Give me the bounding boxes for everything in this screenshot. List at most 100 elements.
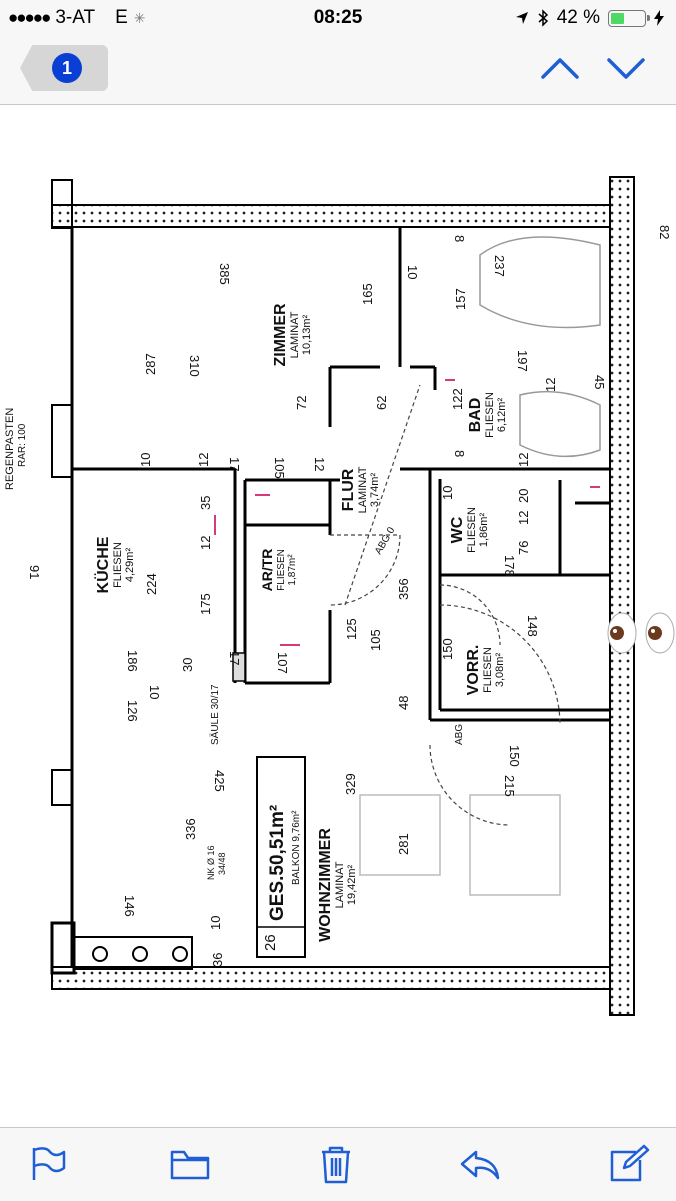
dim-45: 45 — [592, 375, 607, 389]
delete-button[interactable] — [314, 1144, 358, 1184]
charging-bolt-icon — [654, 10, 664, 26]
room-bad-name: BAD — [467, 398, 484, 433]
dim-281: 281 — [396, 833, 411, 855]
dim-17b: 17 — [227, 651, 242, 665]
room-wc-floor: FLIESEN — [466, 507, 478, 553]
room-wohnzimmer-area: 19,42m² — [346, 864, 358, 905]
dim-35: 35 — [198, 496, 213, 510]
room-zimmer-name: ZIMMER — [272, 303, 289, 367]
dim-329: 329 — [343, 773, 358, 795]
dim-20: 20 — [516, 489, 531, 503]
location-arrow-icon — [515, 12, 528, 24]
dim-10c: 10 — [440, 486, 455, 500]
compose-icon — [610, 1144, 650, 1182]
dim-287: 287 — [143, 353, 158, 375]
dim-425: 425 — [212, 770, 227, 792]
flag-button[interactable] — [26, 1144, 70, 1184]
room-bad-area: 6,12m² — [496, 398, 508, 433]
abg-label-1: ABG 0 — [373, 525, 397, 556]
room-wc-area: 1,86m² — [478, 513, 490, 548]
room-zimmer-floor: LAMINAT — [289, 311, 301, 358]
dim-146: 146 — [122, 895, 137, 917]
dim-105a: 105 — [272, 457, 287, 479]
dim-12e: 12 — [198, 536, 213, 550]
status-time: 08:25 — [313, 7, 363, 28]
dim-107: 107 — [275, 652, 290, 674]
chevron-down-icon — [607, 58, 645, 79]
dim-125: 125 — [344, 618, 359, 640]
dim-12f: 12 — [516, 511, 531, 525]
room-wc-name: WC — [449, 516, 466, 543]
room-wohnzimmer-floor: LAMINAT — [334, 861, 346, 908]
dim-76: 76 — [516, 541, 531, 555]
previous-message-button[interactable] — [538, 50, 582, 86]
dim-12c: 12 — [312, 457, 327, 471]
dim-150a: 150 — [440, 638, 455, 660]
network-label: E — [115, 7, 128, 28]
dim-10a: 10 — [138, 453, 153, 467]
status-bar: ●●●●● 3-AT E ✳ 08:25 42 % — [0, 0, 676, 36]
bluetooth-icon — [538, 9, 548, 27]
stove-burner-icons — [92, 946, 188, 962]
dim-178: 178 — [502, 555, 517, 577]
room-zimmer-area: 10,13m² — [301, 314, 313, 355]
dim-12d: 12 — [516, 453, 531, 467]
dim-336: 336 — [183, 818, 198, 840]
dim-8b: 8 — [452, 450, 467, 457]
bottom-toolbar — [0, 1127, 676, 1201]
reply-icon — [460, 1150, 500, 1180]
room-kueche-floor: FLIESEN — [112, 542, 124, 588]
reply-button[interactable] — [458, 1144, 502, 1184]
dim-165: 165 — [360, 283, 375, 305]
abg-label-2: ABG — [454, 724, 465, 745]
dim-310: 310 — [187, 355, 202, 377]
dim-17: 17 — [227, 457, 242, 471]
battery-icon — [608, 9, 650, 27]
dim-157: 157 — [453, 288, 468, 310]
dim-186: 186 — [125, 650, 140, 672]
dim-30: 30 — [180, 658, 195, 672]
dim-82: 82 — [657, 225, 672, 239]
dim-122: 122 — [450, 388, 465, 410]
nk-label-1: NK Ø 16 — [206, 845, 216, 880]
regenpasten-label: REGENPASTEN — [4, 408, 16, 490]
dim-12a: 12 — [543, 378, 558, 392]
saeule-label: SÄULE 30/17 — [209, 684, 221, 745]
room-kueche-name: KÜCHE — [93, 536, 112, 593]
total-area-number: 26 — [262, 934, 279, 951]
room-flur-area: 3,74m² — [369, 473, 381, 508]
dim-48: 48 — [396, 696, 411, 710]
dim-148: 148 — [525, 615, 540, 637]
next-message-button[interactable] — [604, 50, 648, 86]
trash-icon — [322, 1146, 350, 1184]
room-abstr-area: 1,87m² — [287, 554, 298, 586]
dim-224: 224 — [144, 573, 159, 595]
dim-215: 215 — [502, 775, 517, 797]
battery-percent: 42 % — [556, 7, 600, 28]
dim-197: 197 — [515, 350, 530, 372]
room-vorr-name: VORR. — [465, 645, 482, 696]
total-area-box — [256, 756, 306, 958]
dim-8a: 8 — [452, 235, 467, 242]
scale-label: RAR: 100 — [17, 423, 28, 467]
compose-button[interactable] — [606, 1144, 650, 1184]
dim-10d: 10 — [208, 916, 223, 930]
folder-icon — [170, 1150, 210, 1180]
dim-356: 356 — [396, 578, 411, 600]
dim-12b: 12 — [196, 453, 211, 467]
carrier-label: 3-AT — [55, 7, 96, 28]
dim-105b: 105 — [368, 629, 383, 651]
total-area-label: GES.50,51m² — [267, 805, 288, 921]
dim-36: 36 — [210, 953, 225, 967]
attachment-image-floor-plan[interactable]: REGENPASTEN RAR: 100 ZIMMER LAMINAT 10,1… — [0, 105, 676, 1127]
floor-plan: REGENPASTEN RAR: 100 ZIMMER LAMINAT 10,1… — [4, 176, 675, 1016]
room-flur-floor: LAMINAT — [357, 466, 369, 513]
nk-label-2: 34/48 — [217, 852, 227, 875]
dim-72: 72 — [294, 396, 309, 410]
back-button[interactable]: 1 — [20, 45, 108, 91]
room-vorr-area: 3,08m² — [494, 653, 506, 688]
move-to-folder-button[interactable] — [168, 1144, 212, 1184]
room-flur-name: FLUR — [340, 468, 357, 511]
room-wohnzimmer-name: WOHNZIMMER — [317, 828, 334, 942]
flag-icon — [32, 1147, 66, 1180]
